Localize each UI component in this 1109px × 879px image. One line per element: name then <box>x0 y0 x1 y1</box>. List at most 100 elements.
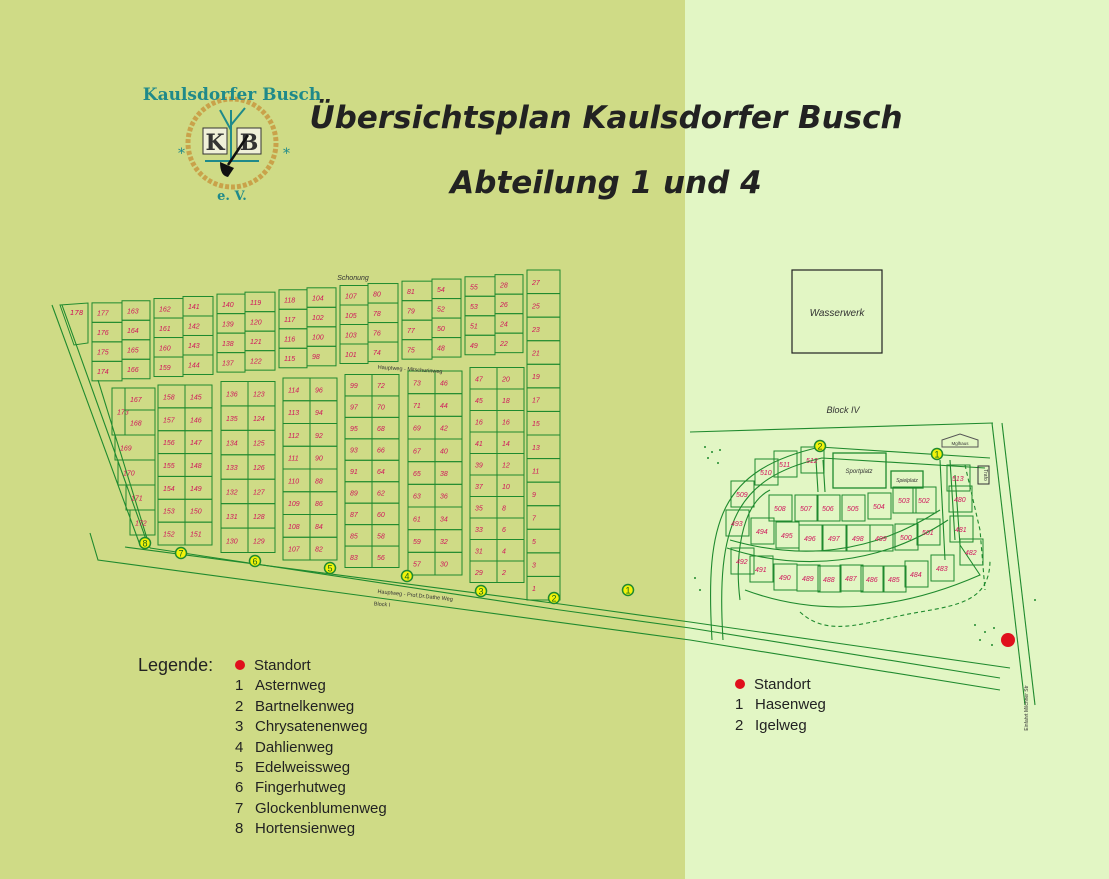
legend-item-name: Asternweg <box>255 677 326 695</box>
plot-40: 40 <box>434 438 463 463</box>
plot-number: 127 <box>253 489 266 496</box>
plot-52: 52 <box>431 298 462 319</box>
plot-168: 168 <box>124 409 156 436</box>
plot-81: 81 <box>401 280 433 302</box>
plot-number: 164 <box>127 328 139 335</box>
plot-number: 107 <box>345 293 358 300</box>
plot-number: 153 <box>163 509 175 516</box>
plot-53: 53 <box>464 295 496 317</box>
plot-number: 8 <box>502 505 506 512</box>
plot-508: 508 <box>768 494 793 522</box>
plot-178: 178 <box>59 302 89 346</box>
plot-127: 127 <box>247 478 276 505</box>
plot-164: 164 <box>121 319 151 341</box>
svg-text:e. V.: e. V. <box>217 189 247 204</box>
plot-165: 165 <box>121 339 151 360</box>
plot-number: 108 <box>288 524 300 531</box>
plot-number: 31 <box>475 548 483 555</box>
plot-number: 144 <box>188 363 200 370</box>
plot-125: 125 <box>247 429 276 456</box>
plot-number: 50 <box>437 326 445 333</box>
plot-number: 59 <box>413 539 421 546</box>
plot-number: 148 <box>190 463 202 470</box>
legend-item-name: Hortensienweg <box>255 820 356 838</box>
plot-number: 497 <box>828 536 841 543</box>
way-marker-number: 1 <box>625 586 630 596</box>
plot-121: 121 <box>244 330 276 352</box>
page-title: Übersichtsplan Kaulsdorfer Busch <box>309 100 903 136</box>
plot-122: 122 <box>244 350 276 371</box>
legend-title: Legende: <box>138 655 214 675</box>
plot-number: 482 <box>965 550 977 557</box>
plot-108: 108 <box>282 514 311 538</box>
plot-number: 499 <box>875 536 887 543</box>
plot-131: 131 <box>220 503 249 529</box>
plot-number: 62 <box>377 490 385 497</box>
plot-8: 8 <box>496 496 525 519</box>
plot-74: 74 <box>367 341 399 363</box>
plot-174: 174 <box>91 360 123 382</box>
plot-number: 128 <box>253 514 265 521</box>
plot-number: 15 <box>532 421 540 428</box>
plot-154: 154 <box>157 475 186 500</box>
club-logo: Kaulsdorfer Busch * * K B e. V. <box>143 85 321 204</box>
background-abteilung-1 <box>0 0 685 879</box>
plot-number: 12 <box>502 462 510 469</box>
plot-39: 39 <box>469 453 498 476</box>
plot-number: 72 <box>377 383 385 390</box>
plot-number: 28 <box>499 282 508 289</box>
plot-number: 115 <box>284 356 295 363</box>
plot-number: 169 <box>120 446 132 453</box>
plot-481: 481 <box>949 515 974 543</box>
plot-number: 37 <box>475 484 484 491</box>
plot-98: 98 <box>306 345 337 367</box>
plot-80: 80 <box>367 283 399 304</box>
plot-number: 47 <box>475 376 484 383</box>
plot-number: 120 <box>250 319 262 326</box>
plot-2: 2 <box>496 560 525 583</box>
plot-159: 159 <box>153 356 184 378</box>
way-marker-1: 1 <box>930 447 944 461</box>
legend-item-number: 6 <box>235 779 244 797</box>
plot-number: 83 <box>350 555 358 562</box>
plot-488: 488 <box>817 565 842 593</box>
plot-number: 154 <box>163 486 175 493</box>
legend-item-number: 3 <box>235 718 244 736</box>
plot-number: 96 <box>315 387 323 394</box>
plot-118: 118 <box>278 289 308 310</box>
plot-44: 44 <box>434 393 463 417</box>
way-marker-3: 3 <box>474 584 488 598</box>
plot-27: 27 <box>526 269 561 295</box>
plot-number: 111 <box>288 456 299 463</box>
plot-number: 88 <box>315 478 323 485</box>
plot-18: 18 <box>496 388 525 411</box>
plot-26: 26 <box>494 293 524 315</box>
plot-36: 36 <box>434 483 463 508</box>
plot-number: 55 <box>470 285 478 292</box>
plot-503: 503 <box>892 486 917 514</box>
plot-number: 23 <box>531 327 540 334</box>
plot-number: 485 <box>888 577 900 584</box>
plot-144: 144 <box>182 354 214 375</box>
plot-169: 169 <box>114 434 156 461</box>
plot-number: 21 <box>531 351 540 358</box>
plot-111: 111 <box>282 445 311 470</box>
map-label-block4: Block IV <box>826 405 860 415</box>
plot-41: 41 <box>469 431 498 454</box>
plot-number: 172 <box>135 521 147 528</box>
plot-110: 110 <box>282 468 311 493</box>
plot-number: 38 <box>440 471 448 478</box>
way-marker-number: 2 <box>551 594 556 604</box>
plot-number: 500 <box>900 535 912 542</box>
plot-484: 484 <box>904 560 929 588</box>
plot-4: 4 <box>496 539 525 562</box>
plot-45: 45 <box>469 388 498 411</box>
plot-59: 59 <box>407 529 436 553</box>
plot-100: 100 <box>306 326 337 347</box>
plot-number: 113 <box>288 410 299 417</box>
plot-91: 91 <box>344 459 373 483</box>
plot-75: 75 <box>401 339 433 360</box>
legend-item-name: Chrysatenenweg <box>255 718 368 736</box>
plot-93: 93 <box>344 438 373 461</box>
